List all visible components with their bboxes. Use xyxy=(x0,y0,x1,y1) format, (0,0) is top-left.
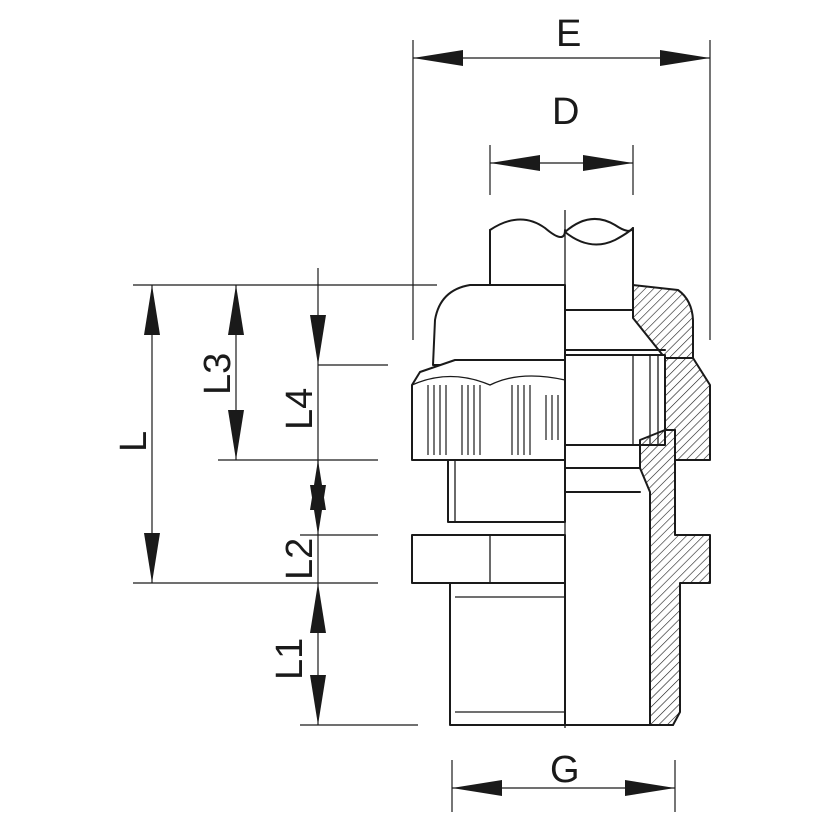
label-L1: L1 xyxy=(269,638,311,680)
dimension-L4: L4 xyxy=(279,268,326,520)
label-L2: L2 xyxy=(279,538,321,580)
dimension-E: E xyxy=(412,13,711,340)
gland-section-view xyxy=(564,284,711,726)
dimension-D: D xyxy=(489,91,634,195)
thread-stub xyxy=(449,582,566,726)
hex-nut xyxy=(411,359,566,461)
label-E: E xyxy=(556,13,581,55)
body-neck xyxy=(447,459,566,523)
cap-section xyxy=(632,284,694,359)
body-section xyxy=(639,429,711,726)
label-G: G xyxy=(550,749,580,791)
dimension-L2: L2 xyxy=(279,460,326,633)
gland-exterior-view xyxy=(411,284,566,726)
dimension-L1: L1 xyxy=(269,583,326,725)
cable xyxy=(489,217,634,286)
label-L4: L4 xyxy=(279,388,321,430)
seal-insert xyxy=(564,354,666,446)
label-L3: L3 xyxy=(197,353,239,395)
nut-ribs xyxy=(411,375,566,455)
label-D: D xyxy=(552,91,579,133)
dimension-L3: L3 xyxy=(197,285,244,460)
label-L: L xyxy=(113,431,155,452)
dimension-G: G xyxy=(451,749,676,812)
hex-flange xyxy=(411,534,566,584)
dome-cap xyxy=(432,284,566,366)
dimension-L: L xyxy=(113,285,160,583)
